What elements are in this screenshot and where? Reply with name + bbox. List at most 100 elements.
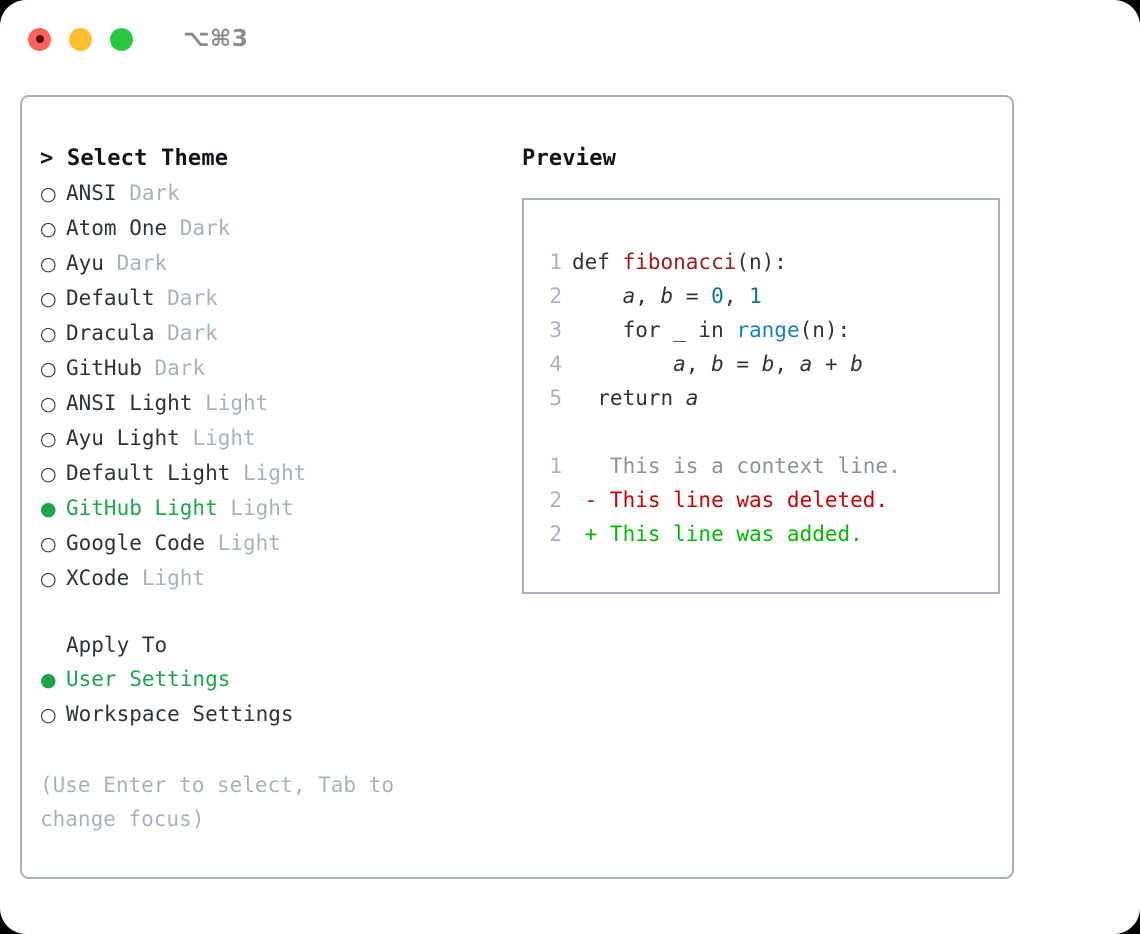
theme-name: Atom One [66, 216, 180, 240]
theme-variant: Dark [116, 251, 168, 275]
code-line: 3 for _ in range(n): [542, 313, 998, 347]
token-var: a [685, 386, 699, 410]
theme-list[interactable]: ○ANSI Dark○Atom One Dark○Ayu Dark○Defaul… [40, 176, 500, 596]
token-num: 1 [749, 284, 762, 308]
diff-line-del: 2 - This line was deleted. [542, 483, 998, 517]
line-number: 4 [549, 352, 562, 376]
radio-unselected-icon: ○ [40, 323, 57, 345]
theme-item-atom-one[interactable]: ○ Atom One Dark [40, 211, 500, 246]
line-number: 2 [549, 284, 562, 308]
line-number: 1 [549, 250, 562, 274]
keyboard-shortcut-label: ⌥⌘3 [183, 26, 249, 52]
theme-name: Ayu Light [66, 426, 193, 450]
apply-option-workspace-settings[interactable]: ○Workspace Settings [40, 697, 500, 732]
token-kw: = [723, 352, 762, 376]
token-kw: = [673, 284, 712, 308]
token-kw: def [572, 250, 623, 274]
theme-item-ayu-light[interactable]: ○ Ayu Light Light [40, 421, 500, 456]
apply-to-list[interactable]: ●User Settings○Workspace Settings [40, 662, 500, 732]
diff-line-add: 2 + This line was added. [542, 517, 998, 551]
theme-item-github-light[interactable]: ●GitHub Light Light [40, 491, 500, 526]
token-kw: (n): [799, 318, 851, 342]
theme-variant: Dark [129, 181, 180, 205]
theme-name: Dracula [66, 321, 168, 345]
content-panel: > Select Theme ○ANSI Dark○Atom One Dark○… [20, 95, 1014, 879]
token-var: b [711, 352, 724, 376]
theme-item-default-light[interactable]: ○ Default Light Light [40, 456, 500, 491]
diff-text: This is a context line. [572, 454, 901, 478]
close-button-icon[interactable] [28, 27, 51, 51]
title-bar: ⌥⌘3 [0, 0, 1140, 78]
theme-item-ansi[interactable]: ○ANSI Dark [40, 176, 500, 211]
token-kw: , [774, 352, 800, 376]
two-column-layout: > Select Theme ○ANSI Dark○Atom One Dark○… [22, 97, 1012, 836]
window-controls [28, 27, 133, 51]
theme-item-github[interactable]: ○GitHub Dark [40, 351, 500, 386]
radio-unselected-icon: ○ [40, 288, 57, 310]
theme-name: Default [66, 286, 168, 310]
diff-sample: 1 This is a context line. 2 - This line w… [542, 449, 998, 551]
token-kw: , [635, 284, 661, 308]
theme-item-google-code[interactable]: ○ Google Code Light [40, 526, 500, 561]
token-kw: , [723, 284, 750, 308]
theme-item-dracula[interactable]: ○Dracula Dark [40, 316, 500, 351]
zoom-button-icon[interactable] [110, 27, 133, 51]
theme-variant: Light [192, 426, 256, 450]
theme-variant: Light [243, 461, 307, 485]
theme-variant: Dark [179, 216, 231, 240]
theme-name: GitHub Light [66, 496, 231, 520]
theme-name: Ayu [66, 251, 117, 275]
theme-name: Google Code [66, 531, 218, 555]
line-number: 1 [549, 454, 562, 478]
code-text: for _ in range(n): [572, 313, 851, 347]
theme-item-ayu[interactable]: ○ Ayu Dark [40, 246, 500, 281]
token-kw: return [572, 386, 686, 410]
theme-item-default[interactable]: ○Default Dark [40, 281, 500, 316]
close-dot-icon [35, 35, 44, 43]
minimize-button-icon[interactable] [69, 27, 92, 51]
code-line: 1 def fibonacci(n): [542, 245, 998, 279]
radio-unselected-icon: ○ [40, 253, 57, 275]
code-line: 2 a, b = 0, 1 [542, 279, 998, 313]
radio-selected-icon: ● [40, 669, 57, 691]
apply-option-label: Workspace Settings [66, 702, 294, 726]
theme-item-ansi-light[interactable]: ○ANSI Light Light [40, 386, 500, 421]
token-var: b [660, 284, 674, 308]
radio-selected-icon: ● [40, 498, 57, 520]
token-call: range [736, 318, 800, 342]
line-number: 2 [549, 522, 562, 546]
token-var: b [850, 352, 863, 376]
line-number: 3 [549, 318, 562, 342]
theme-variant: Light [217, 531, 281, 555]
theme-variant: Light [205, 391, 269, 415]
apply-to-heading: Apply To [66, 633, 168, 657]
select-theme-heading: > Select Theme [40, 146, 229, 171]
token-var: b [761, 352, 775, 376]
radio-unselected-icon: ○ [40, 358, 57, 380]
radio-unselected-icon: ○ [40, 183, 57, 205]
radio-unselected-icon: ○ [40, 568, 57, 590]
code-line: 5 return a [542, 381, 998, 415]
diff-text: - This line was deleted. [572, 488, 889, 512]
token-num: 0 [711, 284, 724, 308]
token-kw [572, 284, 623, 308]
preview-spacer [542, 415, 998, 449]
token-kw: , [685, 352, 712, 376]
keyboard-hint-text: (Use Enter to select, Tab to change focu… [40, 773, 407, 831]
radio-unselected-icon: ○ [40, 218, 57, 240]
code-text: def fibonacci(n): [572, 245, 787, 279]
line-number: 2 [549, 488, 562, 512]
theme-variant: Dark [154, 356, 206, 380]
radio-unselected-icon: ○ [40, 463, 57, 485]
token-kw: + [812, 352, 851, 376]
apply-option-user-settings[interactable]: ●User Settings [40, 662, 500, 697]
token-var: a [622, 284, 636, 308]
theme-item-xcode[interactable]: ○XCode Light [40, 561, 500, 596]
radio-unselected-icon: ○ [40, 533, 57, 555]
radio-unselected-icon: ○ [40, 428, 57, 450]
theme-name: Default Light [66, 461, 244, 485]
token-kw: for _ in [572, 318, 737, 342]
